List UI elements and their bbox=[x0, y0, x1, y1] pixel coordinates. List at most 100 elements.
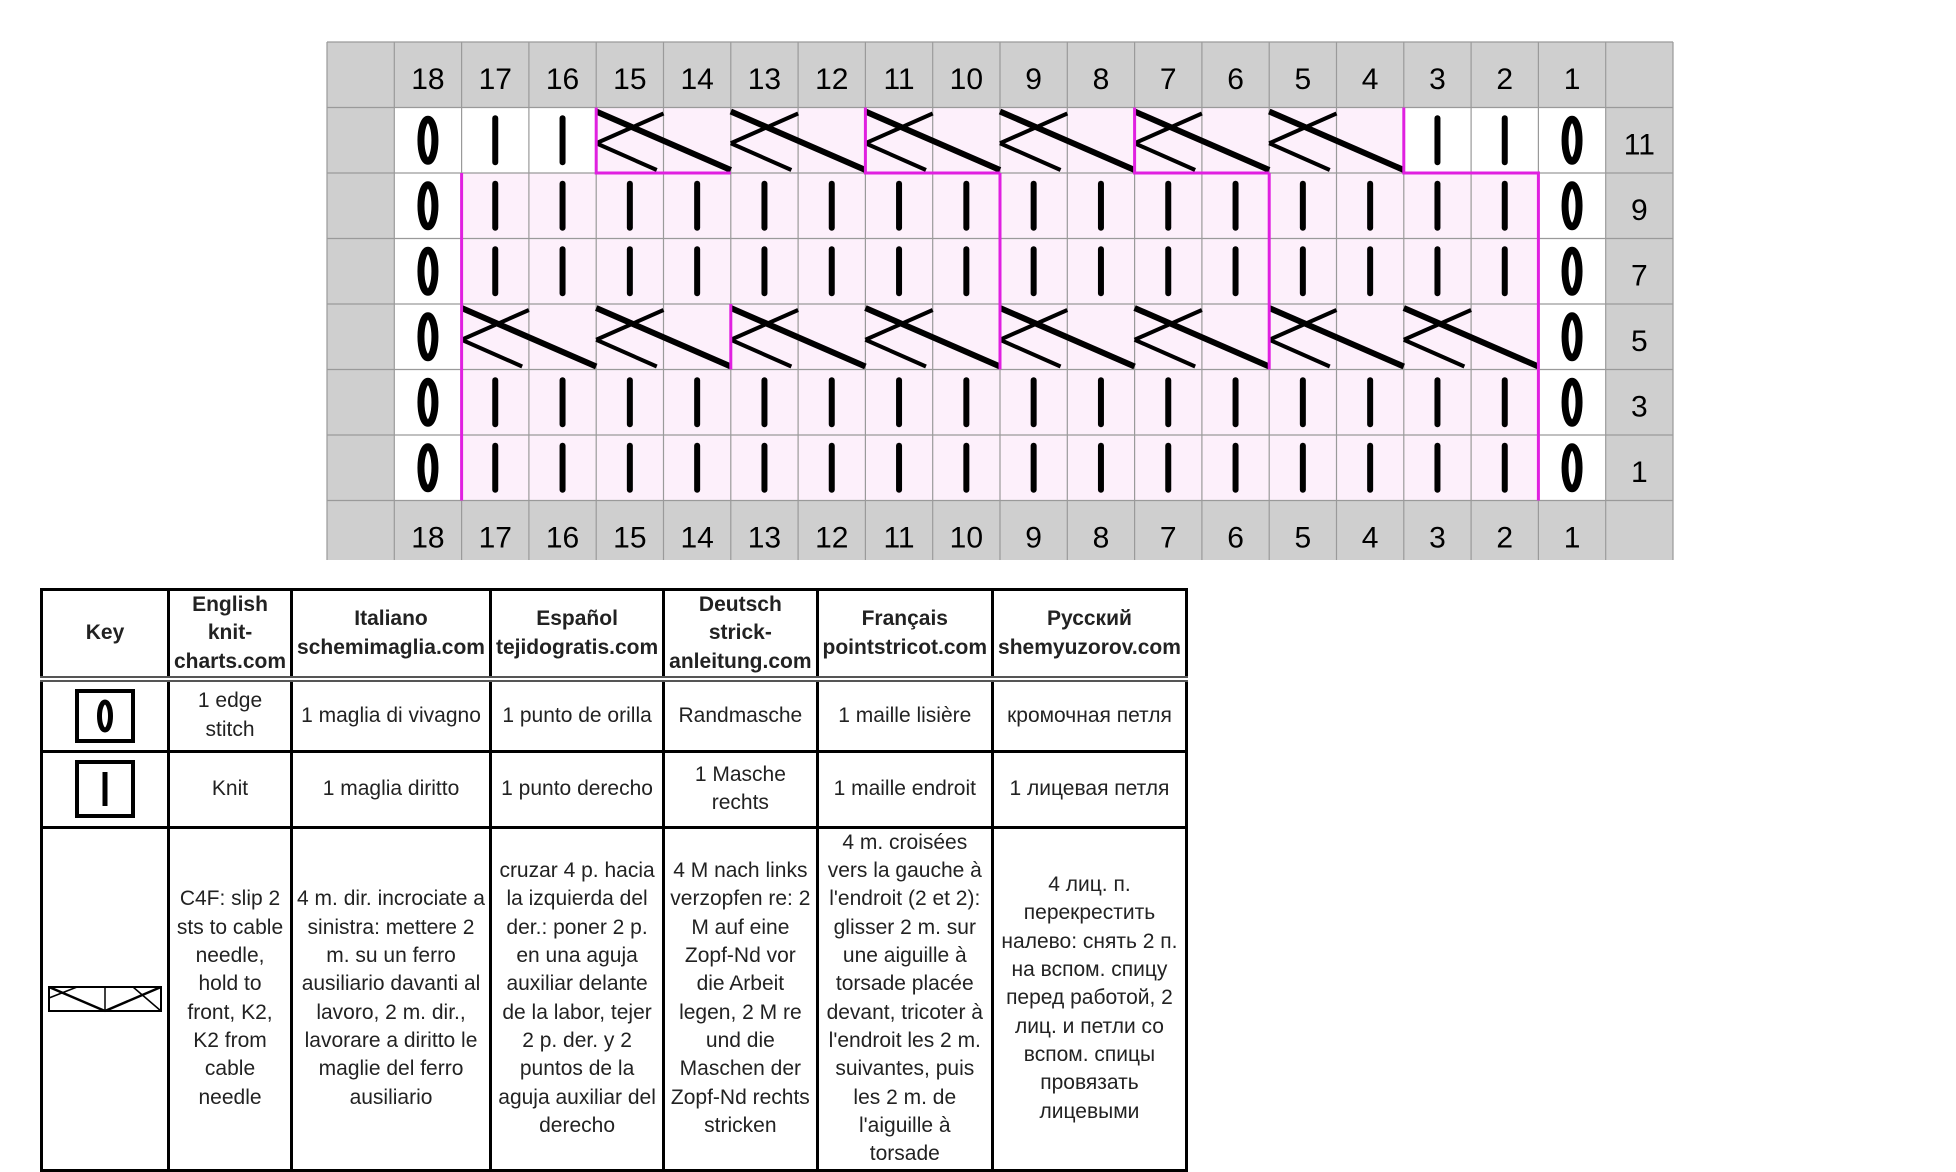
key-row-edge-stitch: 1 edge stitch 1 maglia di vivagno 1 punt… bbox=[40, 677, 1188, 753]
c4f-cable-symbol-stroke bbox=[1133, 111, 1203, 146]
key-text-russian: 1 лицевая петля bbox=[991, 749, 1188, 829]
c4f-cable-symbol-stroke bbox=[999, 308, 1069, 342]
language-name: Español bbox=[536, 607, 618, 631]
c4f-cable-symbol bbox=[729, 108, 867, 173]
language-header-english: English knit-charts.com bbox=[166, 588, 294, 683]
c4f-cable-symbol bbox=[729, 305, 867, 370]
c4f-cable-symbol-stroke bbox=[595, 337, 658, 369]
column-number-bottom: 10 bbox=[950, 521, 983, 554]
c4f-cable-symbol-stroke bbox=[999, 141, 1062, 172]
column-number-bottom: 18 bbox=[411, 521, 444, 554]
edge-stitch-symbol bbox=[1561, 115, 1583, 165]
c4f-cable-symbol-stroke bbox=[595, 308, 665, 342]
column-number-top: 7 bbox=[1160, 63, 1177, 96]
language-name: Русский bbox=[1047, 607, 1132, 631]
edge-stitch-symbol bbox=[1561, 443, 1583, 493]
c4f-cable-symbol bbox=[1402, 305, 1540, 370]
key-text-russian: 4 лиц. п. перекрестить налево: снять 2 п… bbox=[991, 825, 1188, 1172]
column-number-bottom: 5 bbox=[1295, 521, 1312, 554]
repeat-outline-right bbox=[1402, 107, 1540, 501]
edge-stitch-symbol bbox=[417, 312, 439, 362]
key-row-knit: Knit 1 maglia diritto 1 punto derecho 1 … bbox=[40, 749, 1188, 829]
c4f-cable-symbol-stroke bbox=[1133, 337, 1196, 369]
key-text-espanol: 1 punto de orilla bbox=[488, 677, 666, 753]
language-name: Deutsch bbox=[698, 593, 782, 616]
key-symbol-cell bbox=[40, 677, 170, 753]
row-number: 7 bbox=[1631, 259, 1648, 292]
c4f-cable-symbol-stroke bbox=[1402, 308, 1472, 342]
repeat-outline-top-0 bbox=[594, 107, 731, 175]
c4f-cable-symbol-stroke bbox=[1268, 337, 1331, 369]
key-text-italiano: 1 maglia diritto bbox=[290, 749, 492, 829]
row-number: 1 bbox=[1631, 456, 1648, 489]
edge-stitch-symbol bbox=[417, 377, 439, 427]
key-text-italiano: 1 maglia di vivagno bbox=[290, 677, 492, 753]
column-number-top: 6 bbox=[1227, 63, 1244, 96]
column-number-bottom: 1 bbox=[1564, 521, 1581, 554]
edge-stitch-symbol bbox=[1561, 246, 1583, 296]
language-header-francais: Français pointstricot.com bbox=[815, 588, 995, 683]
c4f-cable-symbol-icon bbox=[48, 985, 162, 1012]
edge-stitch-symbol bbox=[1561, 312, 1583, 362]
knitting-chart-svg: 1818171716161515141413131212111110109988… bbox=[326, 41, 1674, 560]
edge-stitch-symbol bbox=[417, 246, 439, 296]
c4f-cable-symbol bbox=[1133, 108, 1271, 173]
column-number-top: 5 bbox=[1295, 63, 1312, 96]
key-column-header: Key bbox=[40, 588, 170, 683]
column-number-top: 11 bbox=[883, 63, 914, 96]
key-text-russian: кромочная петля bbox=[991, 677, 1188, 753]
language-name: Français bbox=[861, 607, 948, 631]
language-site: schemimaglia.com bbox=[297, 635, 485, 659]
language-site: tejidogratis.com bbox=[495, 635, 659, 659]
key-table: Key English knit-charts.com Italiano sch… bbox=[40, 588, 1188, 1172]
key-text-italiano: 4 m. dir. incrociate a sinistra: mettere… bbox=[290, 825, 492, 1172]
edge-stitch-symbol-icon bbox=[75, 688, 135, 743]
column-number-top: 15 bbox=[613, 63, 646, 96]
key-text-francais: 1 maille lisière bbox=[815, 677, 995, 753]
row-number: 11 bbox=[1624, 128, 1655, 161]
column-number-bottom: 14 bbox=[680, 521, 713, 554]
c4f-cable-symbol bbox=[998, 305, 1136, 370]
c4f-cable-symbol-stroke bbox=[999, 111, 1069, 146]
c4f-cable-symbol-stroke bbox=[595, 111, 665, 146]
c4f-cable-symbol-stroke bbox=[729, 308, 799, 342]
c4f-cable-symbol bbox=[460, 305, 598, 370]
column-number-bottom: 2 bbox=[1496, 521, 1513, 554]
column-number-bottom: 11 bbox=[883, 521, 914, 554]
edge-stitch-symbol bbox=[1561, 377, 1583, 427]
language-header-italiano: Italiano schemimaglia.com bbox=[290, 588, 492, 683]
column-number-top: 8 bbox=[1093, 63, 1110, 96]
column-number-top: 16 bbox=[546, 63, 579, 96]
row-number: 3 bbox=[1631, 390, 1648, 423]
column-number-top: 3 bbox=[1429, 63, 1446, 96]
c4f-cable-symbol-stroke bbox=[729, 141, 793, 172]
c4f-cable-symbol bbox=[595, 108, 732, 173]
column-number-bottom: 4 bbox=[1362, 521, 1379, 554]
key-header-row: Key English knit-charts.com Italiano sch… bbox=[40, 588, 1188, 683]
key-text-francais: 4 m. croisées vers la gauche à l'endroit… bbox=[815, 825, 995, 1172]
c4f-cable-symbol-stroke bbox=[460, 308, 530, 342]
c4f-cable-symbol-stroke bbox=[1402, 337, 1466, 369]
key-text-deutsch: 1 Masche rechts bbox=[662, 749, 819, 829]
row-number: 5 bbox=[1631, 325, 1648, 358]
key-text-deutsch: Randmasche bbox=[662, 677, 819, 753]
language-name: Italiano bbox=[354, 607, 428, 631]
c4f-cable-symbol-stroke bbox=[864, 141, 927, 172]
column-number-top: 17 bbox=[479, 63, 512, 96]
column-number-bottom: 17 bbox=[479, 521, 512, 554]
c4f-cable-symbol bbox=[1268, 108, 1405, 173]
c4f-cable-symbol-stroke bbox=[1133, 308, 1203, 342]
row-number: 9 bbox=[1631, 194, 1648, 227]
language-header-espanol: Español tejidogratis.com bbox=[488, 588, 666, 683]
language-site: shemyuzorov.com bbox=[998, 635, 1181, 659]
key-text-espanol: cruzar 4 p. hacia la izquierda del der.:… bbox=[488, 825, 666, 1172]
edge-stitch-symbol bbox=[417, 115, 439, 165]
column-number-top: 13 bbox=[748, 63, 781, 96]
column-number-bottom: 13 bbox=[748, 521, 781, 554]
c4f-cable-symbol bbox=[1268, 305, 1405, 370]
column-number-top: 12 bbox=[815, 63, 848, 96]
language-name: English bbox=[192, 593, 268, 616]
language-header-russian: Русский shemyuzorov.com bbox=[991, 588, 1188, 683]
language-site: strick-anleitung.com bbox=[669, 621, 812, 673]
c4f-cable-symbol-stroke bbox=[1268, 141, 1331, 172]
